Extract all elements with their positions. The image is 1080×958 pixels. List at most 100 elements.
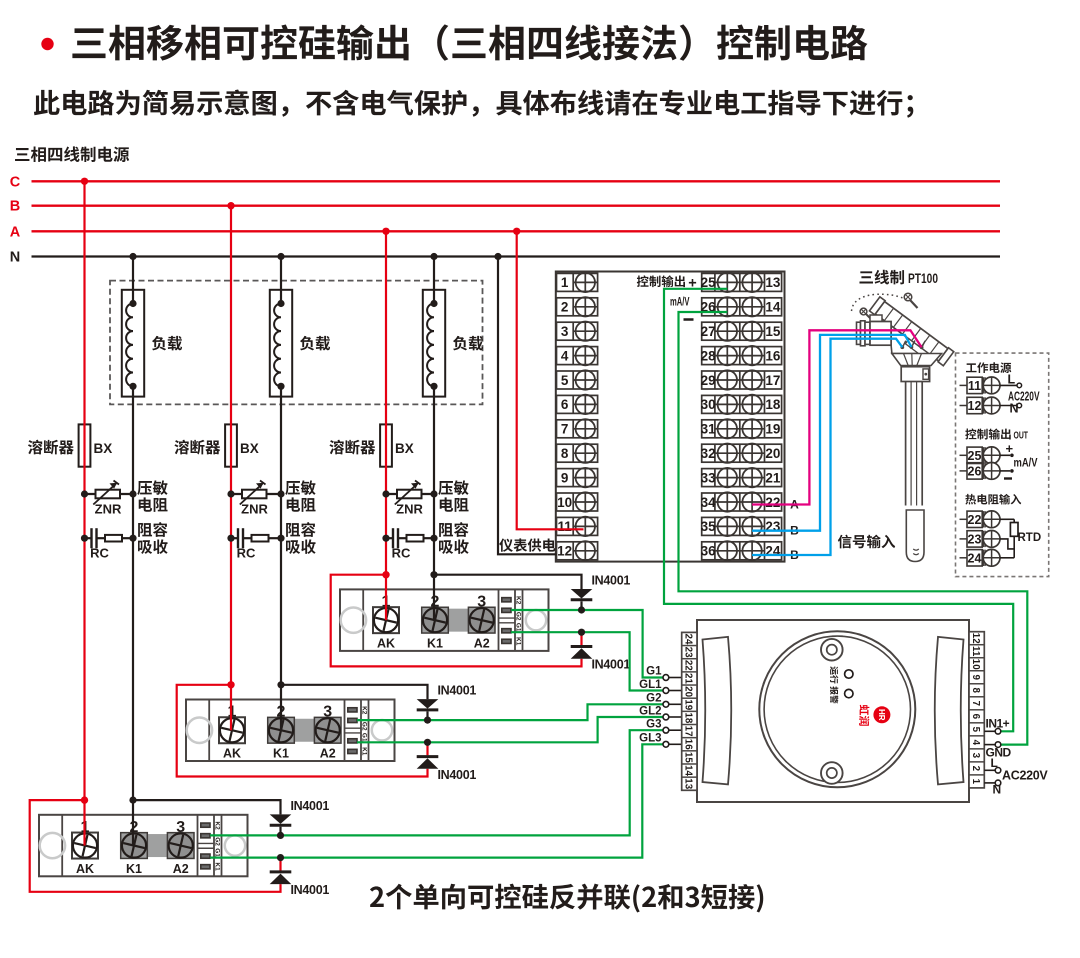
svg-text:G2: G2 — [214, 837, 221, 846]
svg-text:3: 3 — [970, 753, 981, 759]
svg-text:17: 17 — [765, 373, 780, 388]
svg-text:G1: G1 — [646, 666, 662, 678]
svg-text:16: 16 — [765, 348, 781, 363]
svg-text:23: 23 — [765, 519, 781, 534]
svg-text:28: 28 — [701, 348, 717, 363]
svg-text:21: 21 — [683, 673, 694, 684]
svg-text:35: 35 — [701, 519, 717, 534]
svg-text:16: 16 — [683, 739, 694, 750]
svg-text:ZNR: ZNR — [95, 502, 122, 517]
svg-text:BX: BX — [395, 441, 414, 456]
svg-text:21: 21 — [765, 470, 781, 485]
svg-text:5: 5 — [561, 373, 569, 388]
svg-text:K1: K1 — [273, 747, 289, 761]
svg-text:22: 22 — [683, 660, 694, 671]
svg-text:N: N — [993, 783, 1002, 797]
svg-text:PT100: PT100 — [908, 271, 938, 286]
svg-text:G1: G1 — [515, 623, 522, 632]
svg-text:BX: BX — [240, 441, 259, 456]
svg-text:19: 19 — [765, 422, 780, 437]
svg-text:G2: G2 — [361, 722, 368, 731]
svg-text:8: 8 — [561, 446, 569, 461]
svg-text:2: 2 — [970, 766, 981, 772]
svg-text:K1: K1 — [126, 862, 142, 876]
svg-text:IN4001: IN4001 — [592, 574, 631, 588]
svg-text:13: 13 — [765, 275, 781, 290]
svg-text:AC220V: AC220V — [1002, 769, 1048, 783]
svg-text:mA/V: mA/V — [670, 297, 690, 309]
svg-text:14: 14 — [765, 300, 781, 315]
svg-text:18: 18 — [765, 397, 781, 412]
svg-text:34: 34 — [701, 495, 717, 510]
svg-text:7: 7 — [970, 701, 981, 707]
svg-text:G2: G2 — [515, 612, 522, 621]
svg-text:33: 33 — [701, 470, 717, 485]
svg-text:29: 29 — [701, 373, 716, 388]
svg-text:31: 31 — [701, 422, 717, 437]
svg-text:3: 3 — [176, 819, 185, 836]
svg-text:AK: AK — [377, 636, 395, 650]
svg-text:2: 2 — [561, 300, 569, 315]
svg-text:32: 32 — [701, 446, 716, 461]
svg-text:7: 7 — [561, 422, 569, 437]
svg-text:BX: BX — [94, 441, 113, 456]
svg-text:RC: RC — [237, 546, 256, 561]
svg-text:3: 3 — [561, 324, 569, 339]
svg-text:G1: G1 — [361, 733, 368, 742]
svg-text:A2: A2 — [173, 862, 189, 876]
svg-text:11: 11 — [970, 646, 981, 657]
svg-text:4: 4 — [970, 740, 981, 746]
svg-text:9: 9 — [970, 675, 981, 681]
svg-text:GL3: GL3 — [639, 733, 661, 745]
svg-text:G3: G3 — [646, 719, 661, 731]
svg-text:23: 23 — [683, 647, 694, 658]
svg-text:6: 6 — [561, 397, 569, 412]
svg-text:IN4001: IN4001 — [291, 799, 330, 813]
svg-text:IN4001: IN4001 — [291, 883, 330, 897]
svg-text:11: 11 — [557, 519, 572, 534]
svg-text:K2: K2 — [361, 706, 368, 715]
svg-text:14: 14 — [683, 765, 694, 776]
svg-text:9: 9 — [561, 470, 569, 485]
svg-text:20: 20 — [683, 686, 694, 697]
svg-text:A: A — [10, 224, 21, 240]
svg-text:12: 12 — [968, 399, 982, 413]
svg-text:5: 5 — [970, 727, 981, 733]
svg-text:A2: A2 — [474, 636, 490, 650]
svg-text:AK: AK — [223, 747, 241, 761]
svg-text:RTD: RTD — [1018, 532, 1042, 544]
svg-text:25: 25 — [968, 449, 982, 463]
svg-text:4: 4 — [561, 348, 569, 363]
svg-text:10: 10 — [557, 495, 572, 510]
svg-text:17: 17 — [683, 726, 694, 737]
svg-text:IN4001: IN4001 — [438, 768, 477, 782]
svg-text:27: 27 — [701, 324, 716, 339]
svg-text:22: 22 — [968, 513, 982, 527]
svg-text:12: 12 — [970, 633, 981, 644]
svg-text:1: 1 — [970, 779, 981, 785]
svg-text:B: B — [10, 199, 20, 215]
svg-text:36: 36 — [701, 544, 717, 559]
svg-text:15: 15 — [765, 324, 781, 339]
svg-text:GL1: GL1 — [639, 679, 662, 691]
svg-text:24: 24 — [968, 551, 982, 565]
svg-text:RC: RC — [90, 546, 109, 561]
svg-text:RC: RC — [392, 546, 411, 561]
svg-text:20: 20 — [765, 446, 780, 461]
svg-text:IN4001: IN4001 — [438, 684, 477, 698]
svg-text:18: 18 — [683, 712, 694, 723]
svg-text:GND: GND — [986, 746, 1012, 760]
svg-text:K2: K2 — [515, 596, 522, 605]
svg-text:G1: G1 — [214, 848, 221, 857]
svg-text:+: + — [1006, 441, 1014, 456]
svg-text:3: 3 — [323, 704, 332, 721]
svg-text:12: 12 — [557, 544, 572, 559]
svg-text:1: 1 — [561, 275, 569, 290]
svg-text:K1: K1 — [427, 636, 443, 650]
svg-text:K1: K1 — [214, 862, 221, 871]
svg-text:L: L — [1008, 373, 1016, 387]
svg-text:K2: K2 — [214, 821, 221, 830]
svg-text:GL2: GL2 — [639, 706, 661, 718]
svg-text:15: 15 — [683, 752, 694, 763]
svg-text:23: 23 — [968, 532, 982, 546]
